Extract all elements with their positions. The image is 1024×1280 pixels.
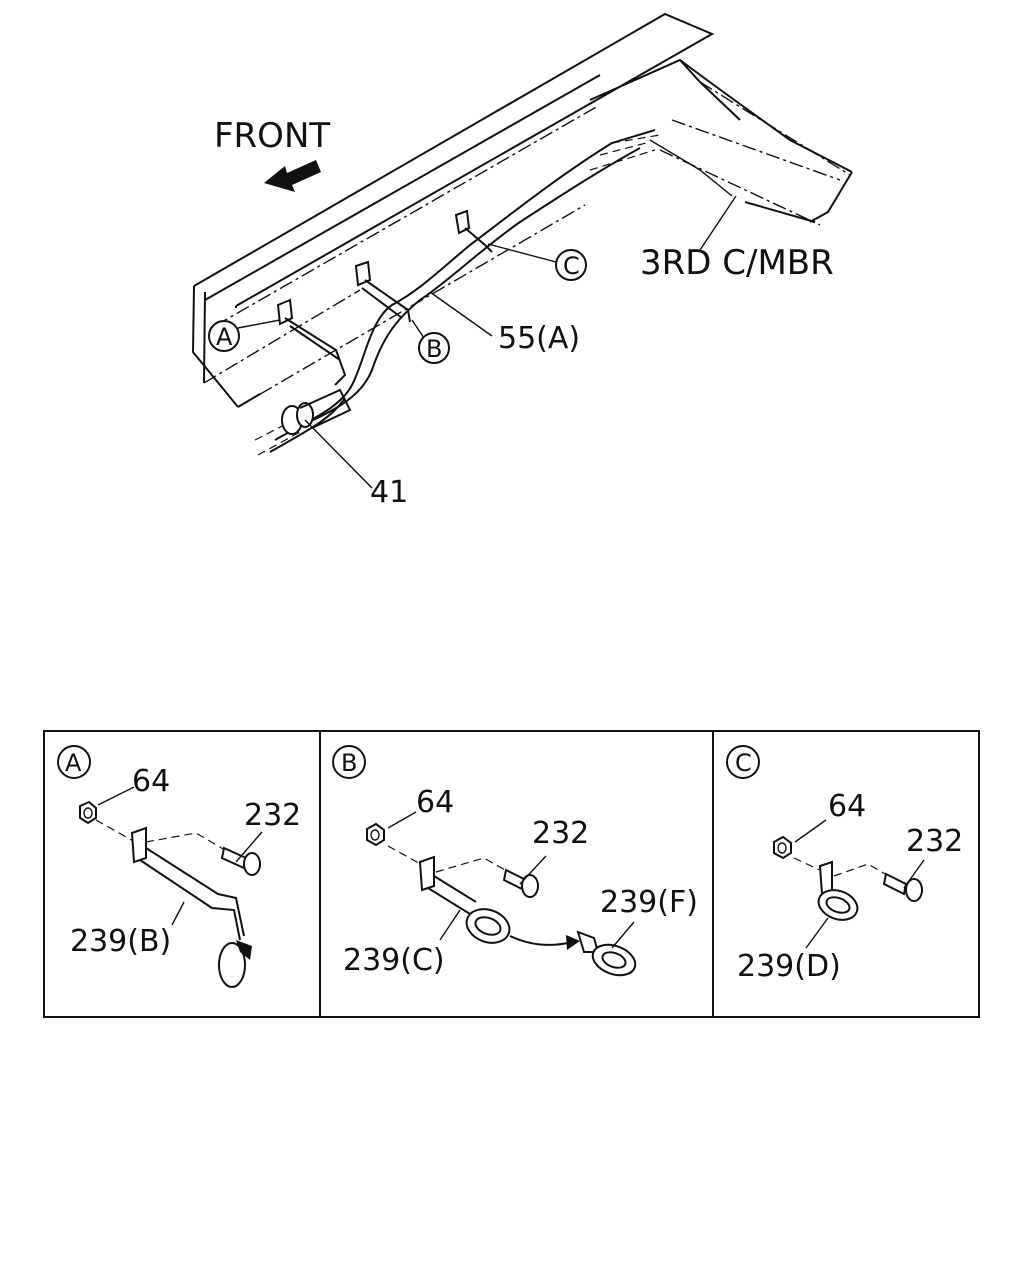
- frame-rail-view: [191, 12, 853, 489]
- detail-c: [726, 745, 925, 949]
- detail-a-key: A: [65, 749, 82, 777]
- detail-a-bolt-label: 232: [244, 798, 301, 833]
- detail-b-nut-label: 64: [416, 785, 454, 820]
- callout-b: B: [426, 335, 442, 363]
- detail-c-bracket-label: 239(D): [737, 949, 841, 984]
- callout-a: A: [216, 323, 233, 351]
- detail-c-nut-label: 64: [828, 789, 866, 824]
- callout-c: C: [563, 252, 580, 280]
- detail-b: [332, 745, 637, 977]
- detail-panels: [43, 730, 980, 1018]
- detail-b-bolt-label: 232: [532, 816, 589, 851]
- detail-c-key: C: [735, 749, 752, 777]
- detail-c-bolt-label: 232: [906, 824, 963, 859]
- detail-a-nut-label: 64: [132, 764, 170, 799]
- detail-b-key: B: [341, 749, 357, 777]
- detail-a: [57, 745, 263, 988]
- crossmember-label: 3RD C/MBR: [640, 243, 834, 283]
- detail-a-bracket-label: 239(B): [70, 924, 171, 959]
- clip-label: 41: [370, 475, 408, 510]
- front-arrow-icon: [264, 160, 321, 192]
- front-label: FRONT: [214, 116, 330, 156]
- harness-label: 55(A): [498, 321, 580, 356]
- detail-b-clip-label: 239(F): [600, 885, 698, 920]
- detail-b-bracket-label: 239(C): [343, 943, 445, 978]
